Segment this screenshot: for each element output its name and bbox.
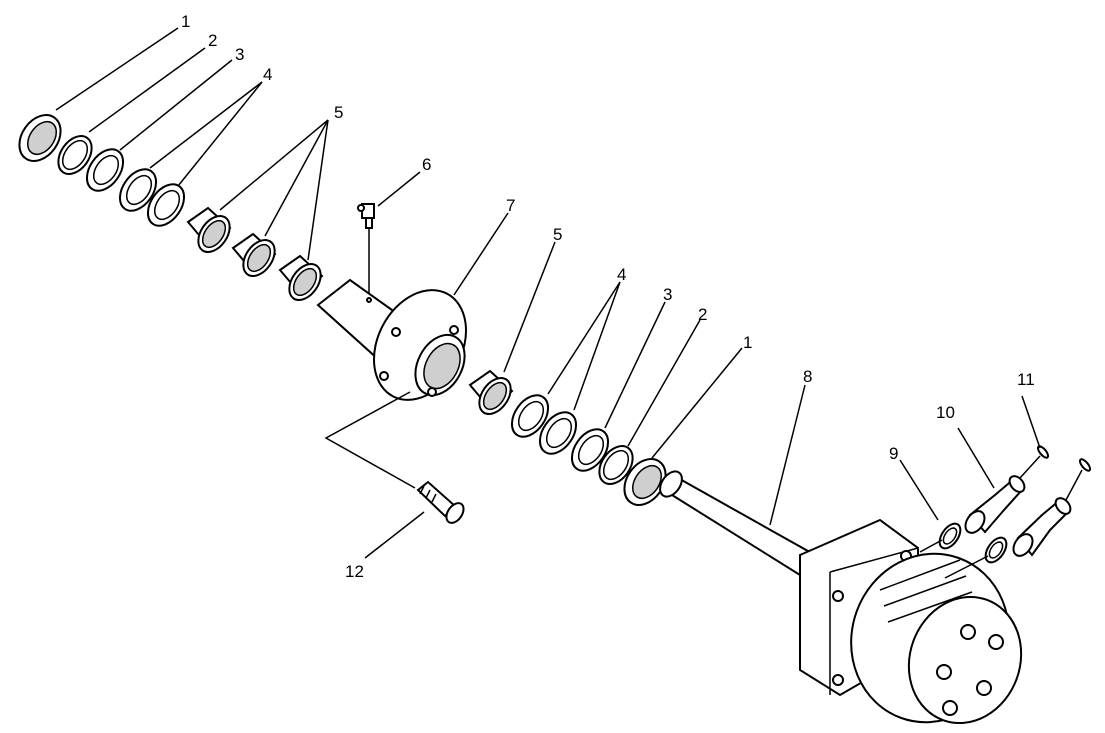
hub: [316, 278, 468, 489]
retaining-ring-left: [57, 135, 93, 175]
elbow-fitting-lower: [1012, 458, 1092, 557]
callout-2-top: 2: [208, 31, 217, 50]
washer-4b-left: [146, 183, 186, 227]
callout-1-mid: 1: [743, 333, 752, 352]
bushing-5-right: [468, 369, 514, 416]
callout-2-mid: 2: [698, 305, 707, 324]
leader-lines: [55, 27, 1041, 559]
callout-4-mid: 4: [617, 265, 626, 284]
o-ring-upper: [919, 522, 962, 553]
washer-4a-right: [510, 394, 550, 438]
callout-12: 12: [345, 562, 364, 581]
callout-5-top: 5: [334, 103, 343, 122]
callout-3-mid: 3: [663, 285, 672, 304]
callout-labels: 1 2 3 4 5 6 7 5 4 3 2 1 8 9 10 11 12: [181, 12, 1035, 581]
callout-11: 11: [1017, 370, 1035, 389]
bushing-5a: [186, 206, 232, 254]
washer-3-left: [85, 148, 125, 192]
retaining-ring-right: [598, 445, 634, 485]
callout-9: 9: [889, 444, 898, 463]
callout-7: 7: [506, 196, 515, 215]
washer-4b-right: [538, 411, 578, 455]
callout-6: 6: [422, 155, 431, 174]
callout-1-top: 1: [181, 12, 190, 31]
callout-8: 8: [803, 367, 812, 386]
callout-10: 10: [936, 403, 955, 422]
o-ring-lower: [944, 536, 1008, 579]
bolt: [416, 480, 465, 524]
grease-fitting: [357, 203, 375, 300]
bushing-5b: [231, 232, 277, 278]
bushing-5c: [278, 254, 324, 302]
callout-3-top: 3: [235, 45, 244, 64]
elbow-fitting-upper: [964, 445, 1050, 534]
callout-5-mid: 5: [553, 225, 562, 244]
hydraulic-motor: [659, 470, 1023, 725]
washer-4a-left: [118, 168, 158, 212]
callout-4-top: 4: [263, 65, 272, 84]
seal-left: [18, 114, 62, 162]
